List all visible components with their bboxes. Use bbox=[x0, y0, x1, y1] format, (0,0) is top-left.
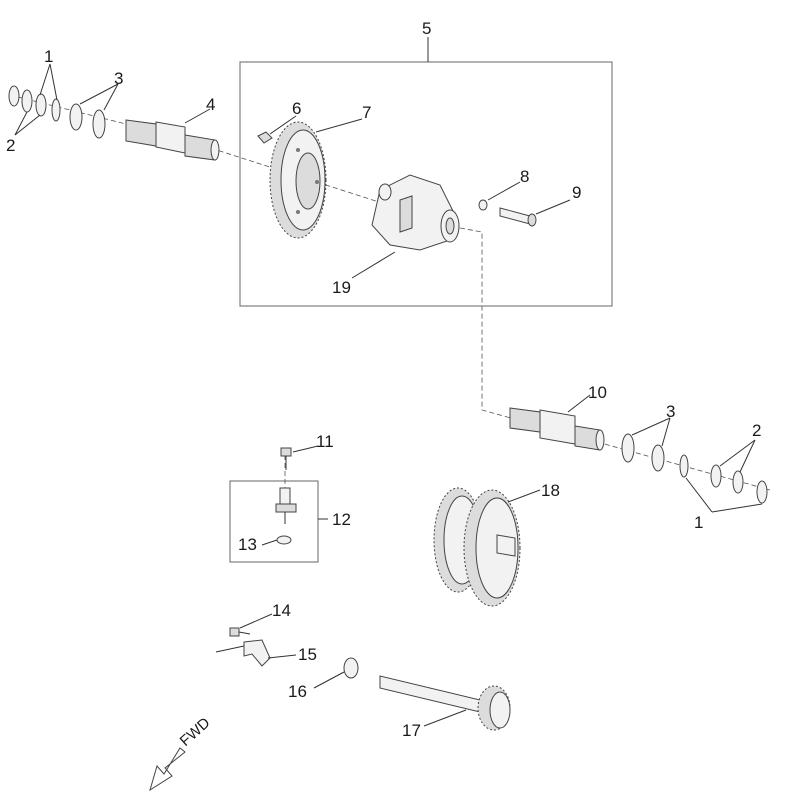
clip-part-16 bbox=[343, 657, 359, 679]
washer-part-8 bbox=[478, 199, 488, 211]
pin-part-9 bbox=[499, 207, 537, 227]
shift-fork-part-15 bbox=[243, 639, 271, 667]
callout-6: 6 bbox=[292, 99, 301, 118]
shaft-part-4 bbox=[125, 119, 220, 161]
bolt-part-6 bbox=[257, 131, 273, 144]
callout-3-upper: 3 bbox=[114, 69, 123, 88]
callout-19: 19 bbox=[332, 278, 351, 297]
callout-15: 15 bbox=[298, 645, 317, 664]
callout-13: 13 bbox=[238, 535, 257, 554]
sensor-part-12 bbox=[275, 487, 297, 524]
callout-8: 8 bbox=[520, 167, 529, 186]
oring-part-13 bbox=[276, 535, 292, 545]
callout-11: 11 bbox=[316, 432, 334, 451]
double-gear-part-18 bbox=[433, 487, 521, 607]
axis-line-lower bbox=[459, 227, 771, 491]
fwd-label: FWD bbox=[177, 714, 214, 750]
callout-5: 5 bbox=[422, 19, 431, 38]
callout-16: 16 bbox=[288, 682, 307, 701]
group-box-12 bbox=[229, 480, 319, 563]
ring-gear-part-7 bbox=[269, 121, 327, 239]
callout-17: 17 bbox=[402, 721, 421, 740]
callout-2-lower: 2 bbox=[752, 421, 761, 440]
shaft-part-17 bbox=[379, 675, 511, 731]
group-box-5 bbox=[239, 61, 613, 307]
callout-7: 7 bbox=[362, 103, 371, 122]
callout-1-upper: 1 bbox=[44, 47, 53, 66]
bolt-part-11 bbox=[280, 447, 292, 470]
callout-10: 10 bbox=[588, 383, 607, 402]
callout-1-lower: 1 bbox=[694, 513, 703, 532]
ring-set-lower-right bbox=[621, 433, 768, 504]
leader-lines bbox=[14, 37, 763, 727]
callout-labels: 1 2 3 4 5 6 7 8 9 19 10 3 2 1 18 11 12 1… bbox=[6, 19, 761, 740]
forward-direction-arrow: FWD bbox=[149, 714, 214, 792]
bolt-part-14 bbox=[229, 627, 251, 637]
differential-case-part-19 bbox=[371, 174, 460, 251]
ring-set-upper-left bbox=[8, 85, 106, 139]
callout-14: 14 bbox=[272, 601, 291, 620]
shaft-part-10 bbox=[509, 407, 605, 451]
callout-9: 9 bbox=[572, 183, 581, 202]
callout-4: 4 bbox=[206, 95, 215, 114]
callout-18: 18 bbox=[541, 481, 560, 500]
callout-2-upper: 2 bbox=[6, 136, 15, 155]
callout-3-lower: 3 bbox=[666, 402, 675, 421]
callout-12: 12 bbox=[332, 510, 351, 529]
